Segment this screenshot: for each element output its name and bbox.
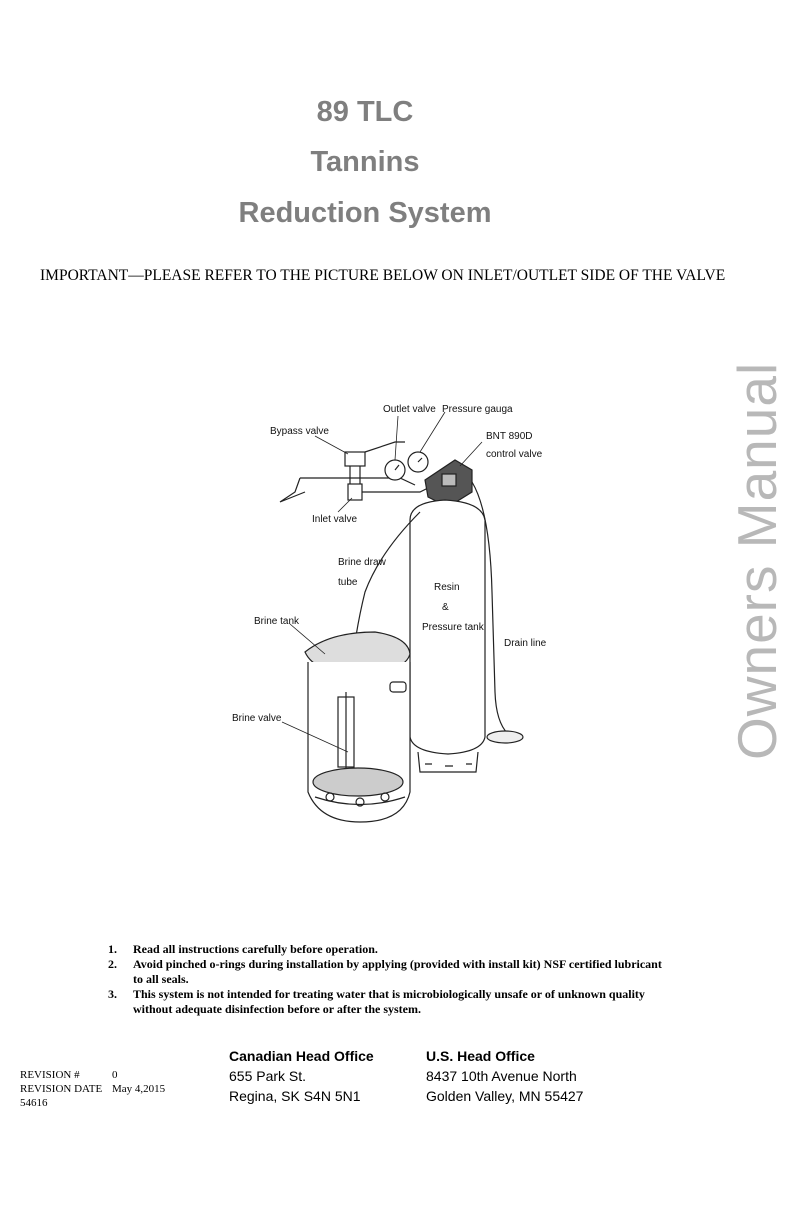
inlet-pipe xyxy=(279,477,306,503)
label-control-valve-1: BNT 890D xyxy=(486,431,533,442)
revision-block: REVISION # 0 REVISION DATE May 4,2015 54… xyxy=(20,1068,165,1110)
canadian-head-office: Canadian Head Office 655 Park St. Regina… xyxy=(229,1046,374,1106)
label-pressure-tank: Pressure tank xyxy=(422,622,485,633)
revision-date-value: May 4,2015 xyxy=(112,1083,166,1095)
revision-date-label: REVISION DATE xyxy=(20,1083,103,1095)
important-notice: IMPORTANT—PLEASE REFER TO THE PICTURE BE… xyxy=(40,267,726,284)
office-heading: Canadian Head Office xyxy=(229,1048,374,1064)
drain-grate xyxy=(486,730,524,744)
office-address-line: 655 Park St. xyxy=(229,1068,307,1084)
outlet-pipe xyxy=(364,441,405,453)
office-address-line: Golden Valley, MN 55427 xyxy=(426,1088,584,1104)
office-address-line: 8437 10th Avenue North xyxy=(426,1068,577,1084)
instruction-number: 2. xyxy=(108,957,117,971)
brine-tank-salt-plate xyxy=(312,767,404,797)
instruction-number: 1. xyxy=(108,942,117,956)
label-ampersand: & xyxy=(442,602,449,613)
owners-manual-vertical-text: Owners Manual xyxy=(726,361,788,760)
label-drain-line: Drain line xyxy=(504,638,547,649)
label-inlet-valve: Inlet valve xyxy=(312,514,357,525)
document-code: 54616 xyxy=(20,1097,48,1109)
inlet-valve-body xyxy=(347,483,363,501)
instruction-item: 3. This system is not intended for treat… xyxy=(108,987,668,1017)
system-diagram-svg: Outlet valve Pressure gauga Bypass valve… xyxy=(232,404,547,823)
instructions-list: 1. Read all instructions carefully befor… xyxy=(108,942,668,1017)
system-diagram: Outlet valve Pressure gauga Bypass valve… xyxy=(220,392,556,844)
label-control-valve-2: control valve xyxy=(486,449,543,460)
office-heading: U.S. Head Office xyxy=(426,1048,535,1064)
label-resin: Resin xyxy=(434,582,460,593)
label-brine-draw-1: Brine draw xyxy=(338,557,387,568)
label-outlet-valve: Outlet valve xyxy=(383,404,436,415)
revision-value: 0 xyxy=(112,1069,118,1081)
label-brine-valve: Brine valve xyxy=(232,713,282,724)
instruction-item: 2. Avoid pinched o-rings during installa… xyxy=(108,957,668,987)
title-line-2: Tannins xyxy=(310,146,420,178)
instruction-text: Avoid pinched o-rings during installatio… xyxy=(133,957,662,986)
label-brine-tank: Brine tank xyxy=(254,616,300,627)
label-pressure-gauga: Pressure gauga xyxy=(442,404,513,415)
instruction-text: Read all instructions carefully before o… xyxy=(133,942,378,956)
us-head-office: U.S. Head Office 8437 10th Avenue North … xyxy=(426,1046,583,1106)
brine-tank-handle xyxy=(389,681,407,693)
bypass-valve-body xyxy=(344,451,366,467)
label-brine-draw-2: tube xyxy=(338,577,358,588)
leader-lines xyxy=(281,411,483,753)
drain-line xyxy=(471,481,509,735)
title-line-1: 89 TLC xyxy=(316,96,414,128)
title-line-3: Reduction System xyxy=(238,197,492,229)
resin-tank xyxy=(409,499,486,755)
revision-label: REVISION # xyxy=(20,1069,80,1081)
label-bypass-valve: Bypass valve xyxy=(270,426,329,437)
manifold xyxy=(362,486,431,493)
instruction-item: 1. Read all instructions carefully befor… xyxy=(108,942,668,957)
office-address-line: Regina, SK S4N 5N1 xyxy=(229,1088,361,1104)
instruction-number: 3. xyxy=(108,987,117,1001)
resin-tank-base xyxy=(417,751,479,773)
instruction-text: This system is not intended for treating… xyxy=(133,987,645,1016)
